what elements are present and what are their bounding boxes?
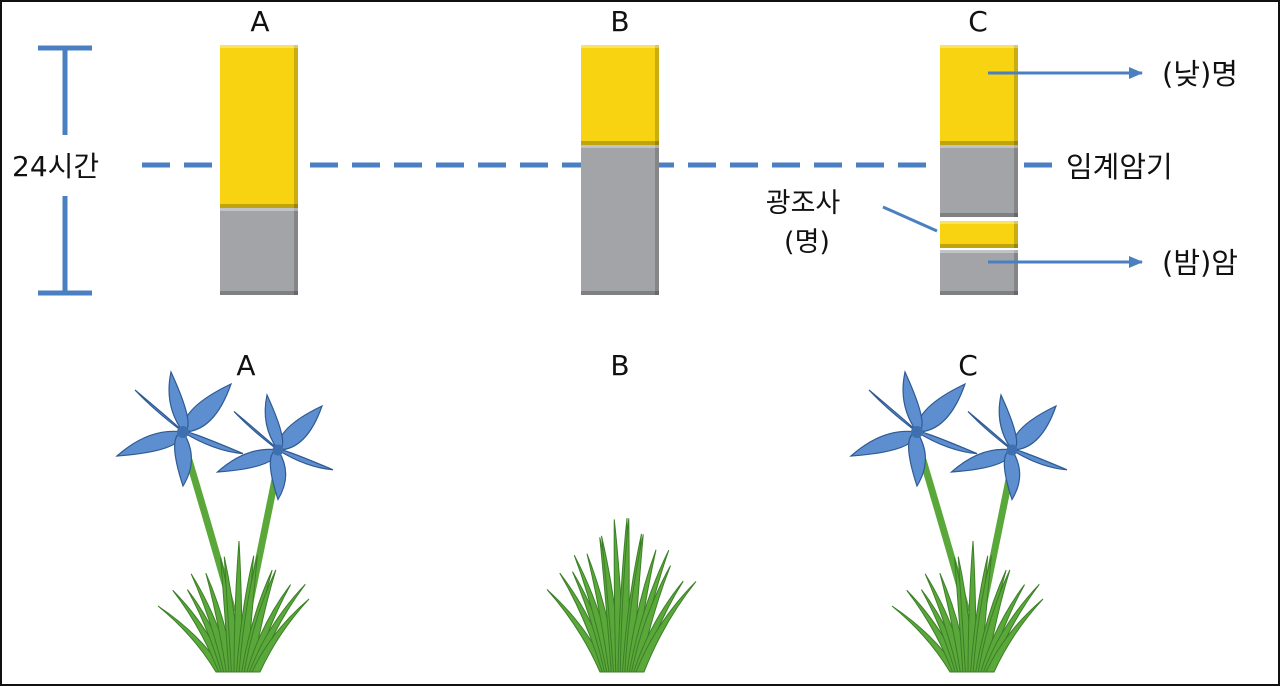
- plant-b-leaves: [546, 517, 697, 673]
- night-dark-label: (밤)암: [1162, 246, 1238, 280]
- plant-label-a: A: [236, 349, 255, 382]
- plants: [115, 370, 1068, 673]
- light-break-label-line1: 광조사: [766, 188, 841, 219]
- plant-c: [849, 370, 1068, 673]
- plant-a: [115, 370, 334, 673]
- plant-label-b: B: [610, 349, 629, 382]
- bar-b-dark-segment: [581, 145, 659, 295]
- day-length-scale: 24시간: [12, 45, 99, 296]
- plant-a-leaves: [157, 540, 310, 673]
- light-break-pointer: [882, 205, 938, 233]
- day-length-label: 24시간: [12, 150, 99, 183]
- bar-label-b: B: [610, 5, 629, 38]
- bar-a-dark-segment: [220, 208, 298, 295]
- bar-label-c: C: [968, 5, 988, 38]
- plant-a-flower-2: [215, 393, 334, 501]
- plant-c-flower-1: [849, 370, 978, 488]
- bar-c-light-break-segment: [940, 221, 1018, 248]
- bar-c-dark-segment-1: [940, 145, 1018, 217]
- bar-c-light-segment: [940, 45, 1018, 145]
- photoperiod-bars: [220, 45, 1018, 295]
- plant-b: [546, 517, 697, 673]
- critical-dark-period-label: 임계암기: [1066, 150, 1173, 184]
- plant-c-flower-2: [949, 393, 1068, 501]
- bar-c-dark-segment-2: [940, 250, 1018, 295]
- plant-c-leaves: [891, 540, 1044, 673]
- plant-label-c: C: [958, 349, 978, 382]
- bar-b-light-segment: [581, 45, 659, 145]
- light-break-label-line2: (명): [784, 227, 830, 258]
- day-light-label: (낮)명: [1162, 57, 1238, 91]
- bar-label-a: A: [250, 5, 269, 38]
- bar-a-light-segment: [220, 45, 298, 208]
- plant-a-flower-1: [115, 370, 244, 488]
